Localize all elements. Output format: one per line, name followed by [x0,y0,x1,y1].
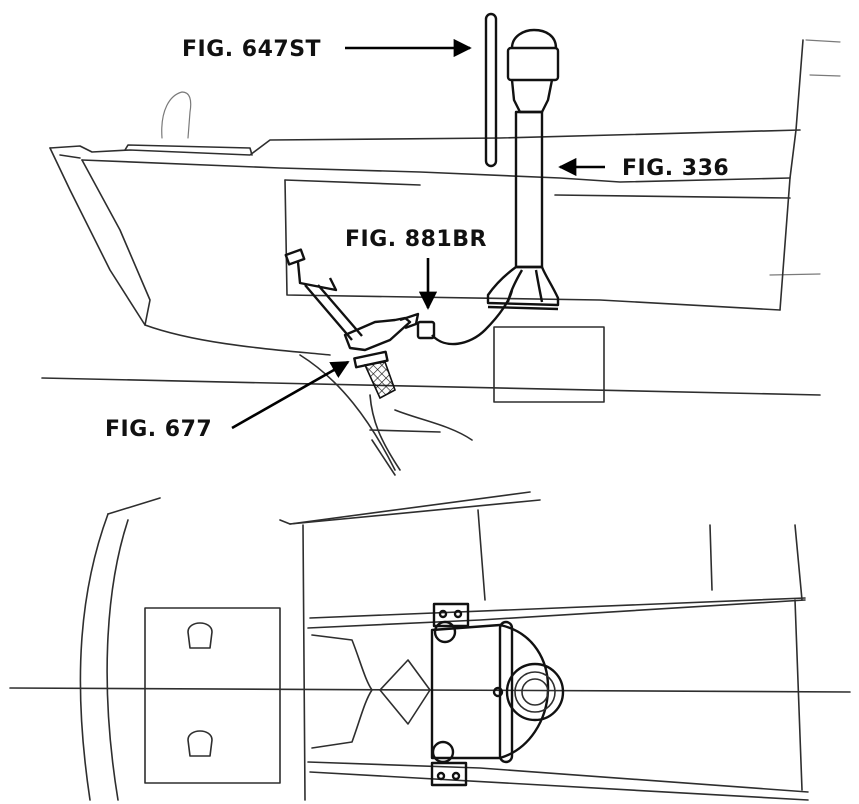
top-rail-a [279,491,531,525]
pole-base-foot [487,305,559,311]
bow-inner [81,159,151,326]
stern-line [779,39,804,311]
bow-tip [107,497,161,515]
deck-top-line [124,144,253,156]
label-fig-677: FIG. 677 [105,417,212,442]
tab-hole-3 [436,771,446,781]
mount-collar [343,316,412,352]
prop-guard [369,409,473,476]
top-view [9,491,851,801]
mount-knob-lower [431,740,455,764]
gunwale [49,129,801,156]
cockpit-bottom-edge-2 [309,771,809,801]
cleat-upper [187,622,213,649]
mount-tab-lower [430,761,468,787]
mount-arm [304,284,363,341]
tab-hole-2 [453,609,463,619]
console-upper [554,194,791,199]
mount-mesh [363,361,396,400]
pole-base [486,265,560,307]
bow-notch [311,634,373,749]
staff-pin [492,686,504,698]
side-view [41,12,841,476]
pole-mount [284,248,420,400]
waterline-side [41,377,821,396]
cleat-lower [187,730,213,757]
top-rail-b [289,499,541,525]
deck-vertical [302,524,306,801]
cockpit-top-edge [307,599,806,629]
label-fig-336: FIG. 336 [622,156,729,181]
bow-curve-inner [106,519,129,801]
forward-hatch [144,607,281,784]
pole-lens [510,28,558,49]
mount-stem [296,261,338,292]
tab-hole-4 [451,771,461,781]
mount-top-body [430,623,550,760]
mount-tab-upper [432,602,470,628]
staff-647st [484,12,498,168]
pole-base-triangle [379,659,431,725]
label-fig-881br: FIG. 881BR [345,227,487,252]
cockpit-aft [794,599,803,791]
mount-knob-upper [433,620,457,644]
deck-edge [81,159,791,183]
inner-vertical [477,509,803,601]
mount-clamp [399,312,420,330]
label-fig-647st: FIG. 647ST [182,37,321,62]
rub-rail [284,179,421,186]
staff-top [498,620,514,764]
arrow-677 [231,360,350,430]
tab-hole-1 [438,609,448,619]
transom-box [493,326,605,403]
pole-shaft [514,110,544,269]
mount-knob [284,248,306,266]
deck-edge-2 [59,154,81,159]
seat-back [161,91,192,139]
pole-ring-inner [521,678,549,706]
cockpit-top-edge-2 [309,597,806,619]
bow-curve-outer [79,513,109,801]
pole-base-inner [506,269,544,303]
cockpit-panel [284,179,781,311]
bracket-body [416,320,436,340]
light-pole-336 [486,28,560,311]
pole-ring-mid [514,671,556,713]
pole-neck [510,79,554,114]
pole-ring-outer [505,662,565,722]
pole-head [506,46,560,82]
hull-line-back [769,39,841,276]
callouts: FIG. 647ST FIG. 336 FIG. 881BR FIG. 677 [105,37,729,442]
cockpit-bottom-edge [307,761,809,793]
